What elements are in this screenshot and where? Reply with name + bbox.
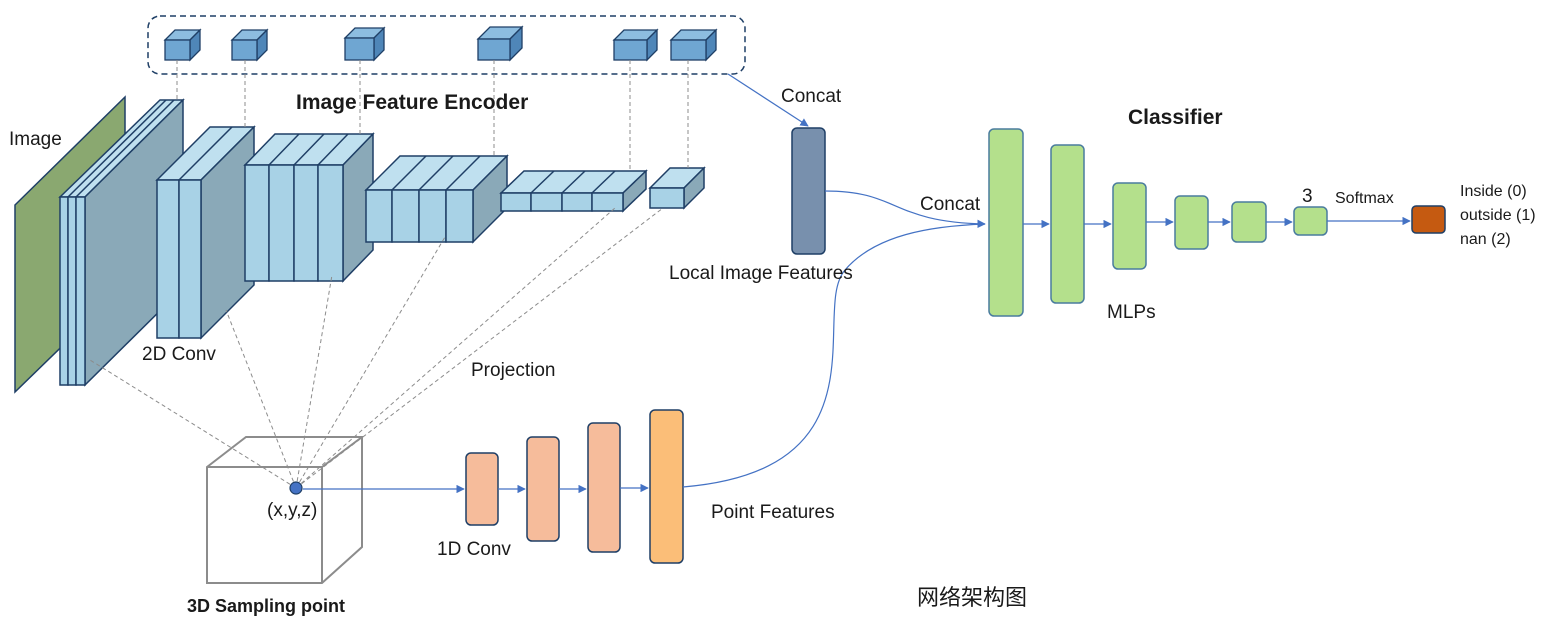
sample-point-dot xyxy=(289,481,303,495)
softmax-label: Softmax xyxy=(1335,190,1394,207)
image-label: Image xyxy=(9,129,62,150)
encoder-feature-cubes xyxy=(163,25,718,62)
arrow-encoder-to-local xyxy=(727,73,809,127)
feature-map-block-5 xyxy=(499,169,648,213)
diagram-caption: 网络架构图 xyxy=(917,585,1027,610)
conv1d-layer-3 xyxy=(587,422,621,553)
encoder-cube-2 xyxy=(230,28,269,62)
encoder-cube-3 xyxy=(343,26,386,62)
conv1d-layer-1 xyxy=(465,452,499,526)
feature-map-block-2 xyxy=(155,125,256,340)
local-features-label: Local Image Features xyxy=(669,263,853,284)
curve-point-to-classifier xyxy=(682,223,986,488)
point-coordinate-label: (x,y,z) xyxy=(267,500,317,521)
conv1d-label: 1D Conv xyxy=(437,539,511,560)
feature-map-block-3 xyxy=(243,132,375,283)
point-features-label: Point Features xyxy=(711,502,835,523)
projection-label: Projection xyxy=(471,360,556,381)
encoder-features-box xyxy=(147,15,746,75)
output-nan-label: nan (2) xyxy=(1460,231,1511,248)
encoder-cube-4 xyxy=(476,25,524,62)
feature-map-block-6 xyxy=(648,166,706,210)
encoder-cube-5 xyxy=(612,28,659,62)
point-features-bar xyxy=(649,409,684,564)
conv1d-layer-2 xyxy=(526,436,560,542)
local-image-features-bar xyxy=(791,127,826,255)
feature-map-block-4 xyxy=(364,154,509,244)
mlp-layer-4 xyxy=(1174,195,1209,250)
mlp-layer-3 xyxy=(1112,182,1147,270)
encoder-cube-6 xyxy=(669,28,718,62)
curve-local-to-classifier xyxy=(824,190,986,229)
mlp-layer-6 xyxy=(1293,206,1328,236)
output-box xyxy=(1411,205,1446,234)
feature-map-block-1 xyxy=(58,98,185,387)
concat-top-label: Concat xyxy=(781,86,842,107)
output-dim-label: 3 xyxy=(1302,186,1313,207)
encoder-title: Image Feature Encoder xyxy=(296,91,528,114)
mlps-label: MLPs xyxy=(1107,302,1156,323)
conv2d-label: 2D Conv xyxy=(142,344,216,365)
encoder-cube-1 xyxy=(163,28,202,62)
mlp-layer-5 xyxy=(1231,201,1267,243)
output-inside-label: Inside (0) xyxy=(1460,183,1527,200)
mlp-layer-1 xyxy=(988,128,1024,317)
projection-lines xyxy=(89,207,664,489)
sampling-cube xyxy=(206,436,363,584)
encoder-drop-lines xyxy=(176,60,689,171)
mlp-layer-2 xyxy=(1050,144,1085,304)
concat-mid-label: Concat xyxy=(920,194,981,215)
sampling-point-label: 3D Sampling point xyxy=(187,596,345,616)
output-outside-label: outside (1) xyxy=(1460,207,1536,224)
classifier-title: Classifier xyxy=(1128,106,1223,129)
